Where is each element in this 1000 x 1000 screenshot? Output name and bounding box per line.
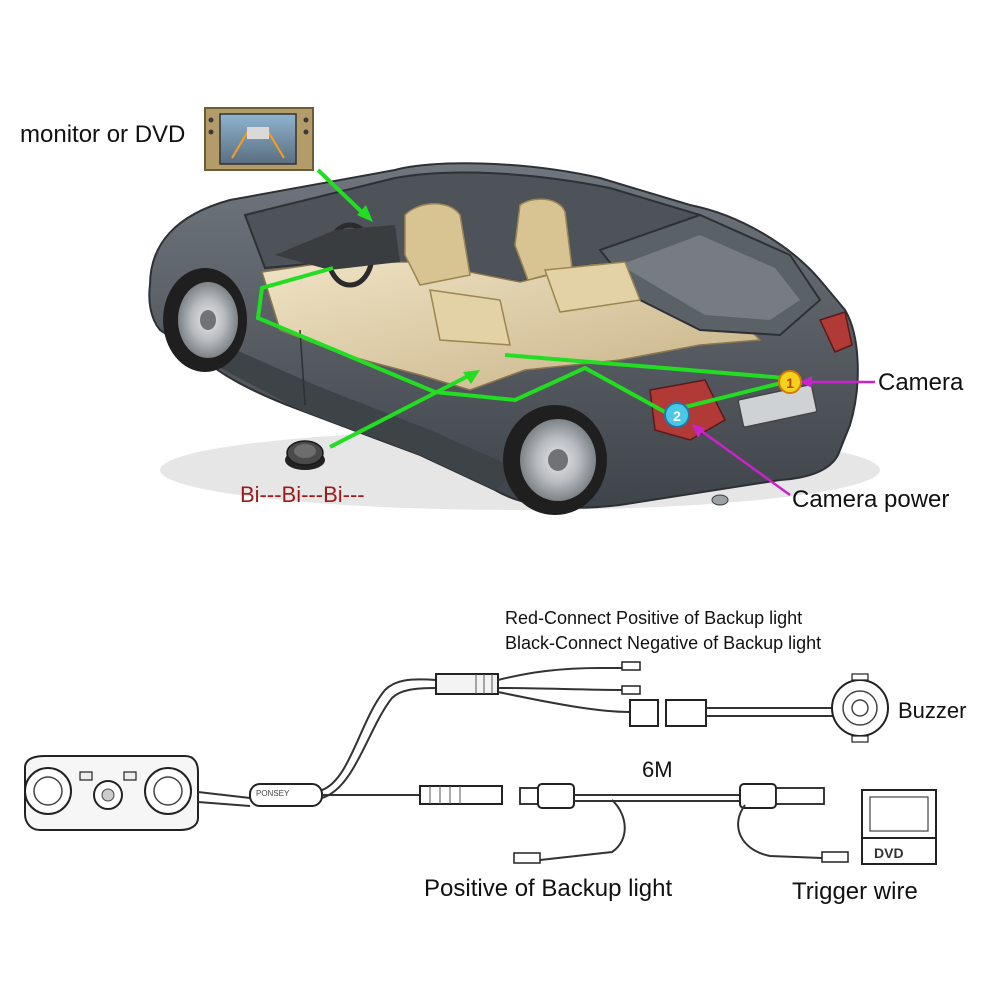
power-pointer — [699, 428, 791, 497]
trigger-wire-label: Trigger wire — [792, 878, 918, 905]
buzzer-arrowhead — [463, 370, 480, 384]
positive-backup-label: Positive of Backup light — [424, 875, 673, 902]
cable-length-label: 6M — [642, 757, 673, 782]
power-marker-number: 2 — [673, 408, 681, 424]
dvd-unit — [861, 789, 937, 865]
car-illustration — [148, 162, 880, 515]
monitor-guide-line — [316, 168, 370, 220]
camera-label: Camera — [878, 369, 964, 396]
brand-label: PONSEY — [256, 789, 290, 798]
wiring-guide-lines — [255, 168, 786, 449]
black-wire-label: Black-Connect Negative of Backup light — [505, 633, 822, 653]
monitor-label: monitor or DVD — [20, 121, 186, 148]
wiring-diagram — [24, 661, 937, 865]
beep-label: Bi---Bi---Bi--- — [240, 482, 365, 507]
red-wire-label: Red-Connect Positive of Backup light — [505, 608, 803, 628]
buzzer-label: Buzzer — [898, 698, 967, 723]
camera-marker: 1 — [778, 370, 802, 394]
power-marker: 2 — [664, 402, 690, 428]
pointer-lines — [699, 380, 875, 497]
camera-route-line — [504, 353, 786, 380]
buzzer-device — [831, 673, 889, 743]
buzzer-guide-line — [329, 373, 471, 449]
camera-power-label: Camera power — [792, 486, 950, 513]
dvd-box-label: DVD — [874, 845, 904, 861]
monitor-arrowhead — [357, 205, 373, 222]
camera-marker-number: 1 — [786, 375, 794, 391]
monitor-thumbnail — [204, 107, 314, 171]
buzzer-device-small — [285, 440, 325, 470]
camera-sensor-unit — [24, 755, 199, 831]
